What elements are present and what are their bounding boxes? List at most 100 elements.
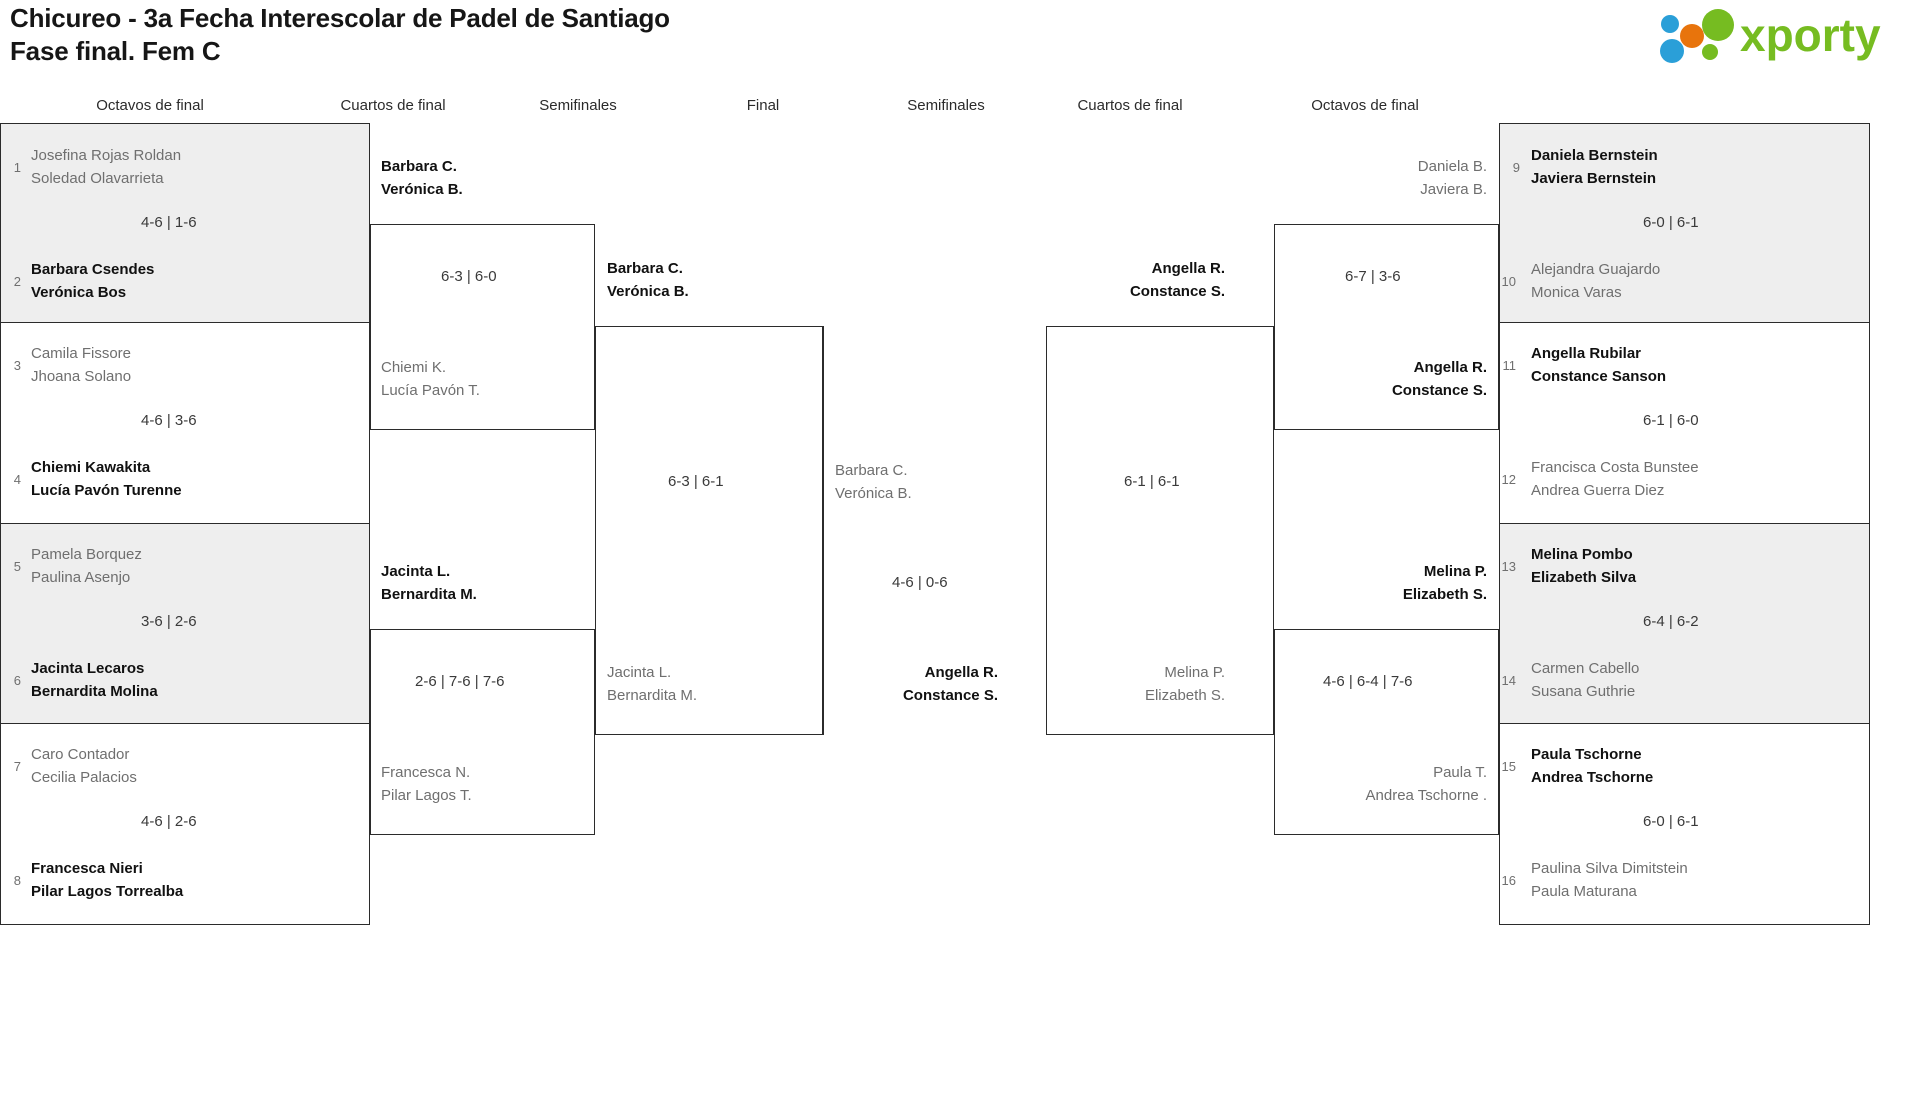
player-name: Barbara Csendes (31, 261, 155, 278)
player-name: Paulina Asenjo (31, 569, 131, 586)
column-header-semis-left: Semifinales (539, 97, 617, 114)
title-line-2: Fase final. Fem C (10, 36, 221, 67)
player-name: Lucía Pavón Turenne (31, 482, 182, 499)
player-name: Francisca Costa Bunstee (1531, 459, 1699, 476)
cuartos-right-match-1-bracket[interactable]: 6-7 | 3-6 (1274, 224, 1499, 430)
match-score: 6-4 | 6-2 (1643, 613, 1699, 630)
final-divider-right (1046, 326, 1047, 735)
cuartos-right-2-top-p2: Elizabeth S. (1402, 586, 1487, 603)
column-header-octavos-left: Octavos de final (96, 97, 204, 114)
semis-right-bot-p2: Elizabeth S. (1144, 687, 1225, 704)
player-name: Constance Sanson (1531, 368, 1667, 385)
player-name: Alejandra Guajardo (1531, 261, 1661, 278)
player-name: Jhoana Solano (31, 368, 132, 385)
match-score: 6-1 | 6-0 (1643, 412, 1699, 429)
cuartos-right-match-2-bracket[interactable]: 4-6 | 6-4 | 7-6 (1274, 629, 1499, 835)
cuartos-left-2-top-p2: Bernardita M. (381, 586, 477, 603)
cuartos-right-2-bot-p1: Paula T. (1433, 764, 1487, 781)
final-bot-p1: Angella R. (924, 664, 998, 681)
seed-number: 13 (1501, 559, 1516, 574)
player-name: Susana Guthrie (1531, 683, 1636, 700)
octavos-left-match-4[interactable]: 7 Caro Contador Cecilia Palacios 4-6 | 2… (0, 724, 370, 925)
player-name: Pamela Borquez (31, 546, 142, 563)
xporty-logo[interactable]: xporty (1648, 6, 1898, 64)
match-score: 4-6 | 2-6 (141, 813, 197, 830)
cuartos-left-2-bot-p2: Pilar Lagos T. (381, 787, 472, 804)
semis-left-bracket[interactable]: 6-3 | 6-1 (595, 326, 823, 735)
final-top-p2: Verónica B. (835, 485, 912, 502)
match-score: 4-6 | 1-6 (141, 214, 197, 231)
player-name: Paula Tschorne (1531, 746, 1642, 763)
seed-number: 8 (13, 873, 21, 888)
match-score: 2-6 | 7-6 | 7-6 (415, 673, 505, 690)
seed-number: 4 (13, 472, 21, 487)
cuartos-left-match-1-bracket[interactable]: 6-3 | 6-0 (370, 224, 595, 430)
seed-number: 11 (1502, 358, 1517, 373)
seed-number: 9 (1512, 160, 1520, 175)
match-score: 4-6 | 3-6 (141, 412, 197, 429)
cuartos-left-1-top-p1: Barbara C. (381, 158, 457, 175)
match-score: 4-6 | 6-4 | 7-6 (1323, 673, 1413, 690)
player-name: Chiemi Kawakita (31, 459, 151, 476)
seed-number: 5 (13, 559, 21, 574)
cuartos-left-2-top-p1: Jacinta L. (381, 563, 451, 580)
octavos-left-match-3[interactable]: 5 Pamela Borquez Paulina Asenjo 3-6 | 2-… (0, 524, 370, 724)
octavos-right-match-4[interactable]: 15 Paula Tschorne Andrea Tschorne 6-0 | … (1499, 724, 1870, 925)
final-bot-p2: Constance S. (902, 687, 998, 704)
match-score: 6-1 | 6-1 (1124, 473, 1180, 490)
seed-number: 1 (13, 160, 21, 175)
seed-number: 15 (1501, 759, 1516, 774)
seed-number: 16 (1501, 873, 1516, 888)
player-name: Bernardita Molina (31, 683, 158, 700)
page-title: Chicureo - 3a Fecha Interescolar de Pade… (10, 2, 1210, 69)
cuartos-right-1-top-p2: Javiera B. (1420, 181, 1487, 198)
logo-dots-icon (1660, 9, 1734, 63)
player-name: Daniela Bernstein (1531, 147, 1658, 164)
match-score: 6-7 | 3-6 (1345, 268, 1401, 285)
cuartos-left-match-2-bracket[interactable]: 2-6 | 7-6 | 7-6 (370, 629, 595, 835)
cuartos-left-1-bot-p2: Lucía Pavón T. (381, 382, 480, 399)
column-header-semis-right: Semifinales (907, 97, 985, 114)
seed-number: 3 (13, 358, 21, 373)
column-header-cuartos-left: Cuartos de final (340, 97, 446, 114)
semis-left-bot-p1: Jacinta L. (607, 664, 672, 681)
player-name: Verónica Bos (31, 284, 127, 301)
match-score: 3-6 | 2-6 (141, 613, 197, 630)
cuartos-left-2-bot-p1: Francesca N. (381, 764, 471, 781)
semis-left-top-p1: Barbara C. (607, 260, 683, 277)
player-name: Caro Contador (31, 746, 130, 763)
seed-number: 10 (1501, 274, 1516, 289)
player-name: Monica Varas (1531, 284, 1622, 301)
octavos-left-match-2[interactable]: 3 Camila Fissore Jhoana Solano 4-6 | 3-6… (0, 323, 370, 524)
semis-right-top-p2: Constance S. (1129, 283, 1225, 300)
octavos-right-match-3[interactable]: 13 Melina Pombo Elizabeth Silva 6-4 | 6-… (1499, 524, 1870, 724)
player-name: Melina Pombo (1531, 546, 1633, 563)
cuartos-right-1-bot-p2: Constance S. (1391, 382, 1487, 399)
final-top-p1: Barbara C. (835, 462, 908, 479)
semis-right-top-p1: Angella R. (1151, 260, 1225, 277)
cuartos-left-1-bot-p1: Chiemi K. (381, 359, 447, 376)
player-name: Jacinta Lecaros (31, 660, 145, 677)
player-name: Angella Rubilar (1531, 345, 1642, 362)
final-score: 4-6 | 0-6 (892, 574, 948, 591)
column-header-octavos-right: Octavos de final (1311, 97, 1419, 114)
player-name: Paula Maturana (1531, 883, 1637, 900)
octavos-left-match-1[interactable]: 1 Josefina Rojas Roldan Soledad Olavarri… (0, 123, 370, 323)
seed-number: 12 (1501, 472, 1516, 487)
player-name: Carmen Cabello (1531, 660, 1640, 677)
player-name: Camila Fissore (31, 345, 132, 362)
match-score: 6-0 | 6-1 (1643, 214, 1699, 231)
octavos-right-match-2[interactable]: 11 Angella Rubilar Constance Sanson 6-1 … (1499, 323, 1870, 524)
logo-wordmark: xporty (1740, 9, 1881, 61)
seed-number: 2 (13, 274, 21, 289)
player-name: Josefina Rojas Roldan (31, 147, 182, 164)
match-score: 6-3 | 6-0 (441, 268, 497, 285)
player-name: Francesca Nieri (31, 860, 143, 877)
player-name: Pilar Lagos Torrealba (31, 883, 184, 900)
octavos-right-match-1[interactable]: 9 Daniela Bernstein Javiera Bernstein 6-… (1499, 123, 1870, 323)
player-name: Paulina Silva Dimitstein (1531, 860, 1688, 877)
cuartos-right-1-top-p1: Daniela B. (1417, 158, 1487, 175)
cuartos-right-1-bot-p1: Angella R. (1413, 359, 1487, 376)
player-name: Andrea Guerra Diez (1531, 482, 1665, 499)
semis-right-bot-p1: Melina P. (1164, 664, 1225, 681)
